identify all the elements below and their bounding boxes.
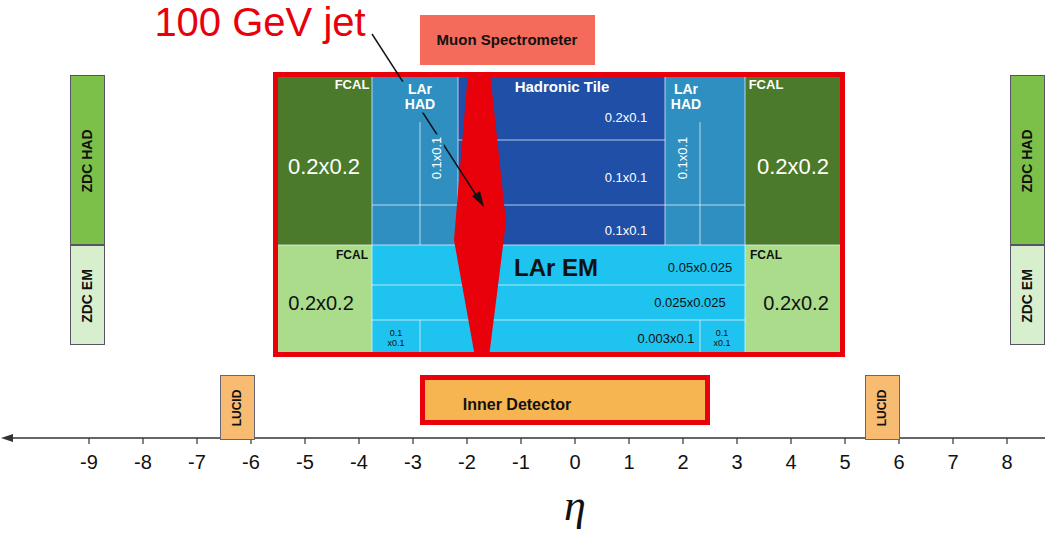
zdc-had: ZDC HAD xyxy=(70,75,105,245)
axis-tick xyxy=(358,438,359,444)
leader-arrowhead xyxy=(472,191,484,207)
axis-tick-label: -4 xyxy=(350,451,368,473)
cell-divider xyxy=(700,320,701,357)
axis-tick-label: -6 xyxy=(242,451,260,473)
cell-label: 0.2x0.2 xyxy=(288,155,360,179)
cell-label: 0.1x0.1 xyxy=(605,224,648,238)
cell-label: 0.2x0.1 xyxy=(605,111,648,125)
axis-tick-label: 8 xyxy=(1001,451,1012,473)
axis-tick-label: 0 xyxy=(569,451,580,473)
cell-label: 0.2x0.2 xyxy=(288,292,354,314)
axis-tick-label: 3 xyxy=(731,451,742,473)
axis-tick-label: 2 xyxy=(677,451,688,473)
cell-label: 0.2x0.2 xyxy=(757,155,829,179)
axis-tick-label: 6 xyxy=(893,451,904,473)
cell-divider xyxy=(372,285,745,286)
cell-label: Hadronic Tile xyxy=(515,79,610,96)
jet-cone xyxy=(454,72,506,357)
axis-tick xyxy=(520,438,521,444)
cell-label: FCAL xyxy=(749,78,784,92)
lucid-detector: LUCID xyxy=(220,375,255,440)
axis-title: η xyxy=(564,482,586,530)
lar-had: LAr HAD 0.1x0.1 xyxy=(665,72,745,245)
axis-tick-label: -7 xyxy=(188,451,206,473)
jet-label: 100 GeV jet xyxy=(154,0,365,44)
cell-divider xyxy=(372,205,458,206)
cell-divider xyxy=(278,245,840,246)
axis-tick xyxy=(682,438,683,444)
lar-em: LAr EM 0.05x0.025 0.025x0.025 0.003x0.1 0.1 … xyxy=(372,245,745,353)
cell-label: FCAL xyxy=(750,249,782,262)
axis-tick xyxy=(844,438,845,444)
fcal-em: FCAL 0.2x0.2 xyxy=(278,245,372,353)
axis-arrowhead xyxy=(1,434,13,442)
cell-label: Inner Detector xyxy=(463,396,571,414)
cell-divider xyxy=(665,72,666,245)
cell-divider xyxy=(420,320,421,357)
axis-tick xyxy=(142,438,143,444)
lucid-detector: LUCID xyxy=(865,375,900,440)
axis-tick xyxy=(88,438,89,444)
fcal-em: FCAL 0.2x0.2 xyxy=(745,245,840,353)
cell-divider xyxy=(665,205,745,206)
cell-label: 0.05x0.025 xyxy=(668,261,732,275)
axis-tick xyxy=(628,438,629,444)
cell-label: 0.1 x0.1 xyxy=(385,329,407,349)
cell-label: ZDC HAD xyxy=(1020,130,1035,193)
cell-label: 0.1x0.1 xyxy=(430,135,444,182)
cell-divider xyxy=(372,72,373,357)
cell-label: ZDC EM xyxy=(1020,269,1035,323)
axis-tick-label: -5 xyxy=(296,451,314,473)
cell-label: LUCID xyxy=(876,390,889,427)
lar-had: LAr HAD 0.1x0.1 xyxy=(372,72,458,245)
cell-label: LUCID xyxy=(231,390,244,427)
axis-tick xyxy=(952,438,953,444)
axis-tick-label: 5 xyxy=(839,451,850,473)
axis-tick-label: -1 xyxy=(512,451,530,473)
axis-tick xyxy=(1006,438,1007,444)
fcal-had: FCAL 0.2x0.2 xyxy=(278,72,372,245)
fcal-had: FCAL 0.2x0.2 xyxy=(745,72,840,245)
muon-spectrometer: Muon Spectrometer xyxy=(420,15,595,65)
calorimeter-frame xyxy=(276,75,843,355)
axis-tick xyxy=(790,438,791,444)
cell-label: LAr EM xyxy=(514,255,598,281)
axis-tick xyxy=(196,438,197,444)
cell-label: 0.003x0.1 xyxy=(637,332,694,346)
cell-label: LAr HAD xyxy=(668,82,704,113)
leader-line xyxy=(372,34,478,198)
cell-divider xyxy=(372,320,745,321)
cell-label: ZDC HAD xyxy=(80,130,95,193)
cell-label: ZDC EM xyxy=(80,269,95,323)
axis-tick xyxy=(304,438,305,444)
axis-tick xyxy=(466,438,467,444)
axis-tick xyxy=(412,438,413,444)
zdc-em: ZDC EM xyxy=(1010,245,1045,345)
axis-tick-label: -3 xyxy=(404,451,422,473)
cell-label: Muon Spectrometer xyxy=(437,32,578,49)
inner-detector: Inner Detector xyxy=(420,375,710,425)
cell-divider xyxy=(700,122,701,245)
cell-label: 0.1x0.1 xyxy=(676,137,690,180)
cell-label: FCAL xyxy=(335,78,370,92)
cell-divider xyxy=(745,72,746,357)
zdc-em: ZDC EM xyxy=(70,245,105,345)
cell-label: 0.2x0.2 xyxy=(763,292,829,314)
cell-label: FCAL xyxy=(336,249,368,262)
cell-label: LAr HAD xyxy=(400,82,440,113)
axis-tick xyxy=(736,438,737,444)
axis-tick-label: -8 xyxy=(134,451,152,473)
axis-tick-label: 7 xyxy=(947,451,958,473)
cell-label: 0.1x0.1 xyxy=(605,171,648,185)
axis-tick-label: 1 xyxy=(623,451,634,473)
axis-tick-label: 4 xyxy=(785,451,796,473)
cell-label: 0.025x0.025 xyxy=(654,296,726,310)
axis-tick-label: -2 xyxy=(458,451,476,473)
cell-label: 0.1 x0.1 xyxy=(711,329,733,349)
cell-divider xyxy=(420,122,421,245)
zdc-had: ZDC HAD xyxy=(1010,75,1045,245)
axis-tick xyxy=(574,438,575,444)
axis-tick-label: -9 xyxy=(80,451,98,473)
